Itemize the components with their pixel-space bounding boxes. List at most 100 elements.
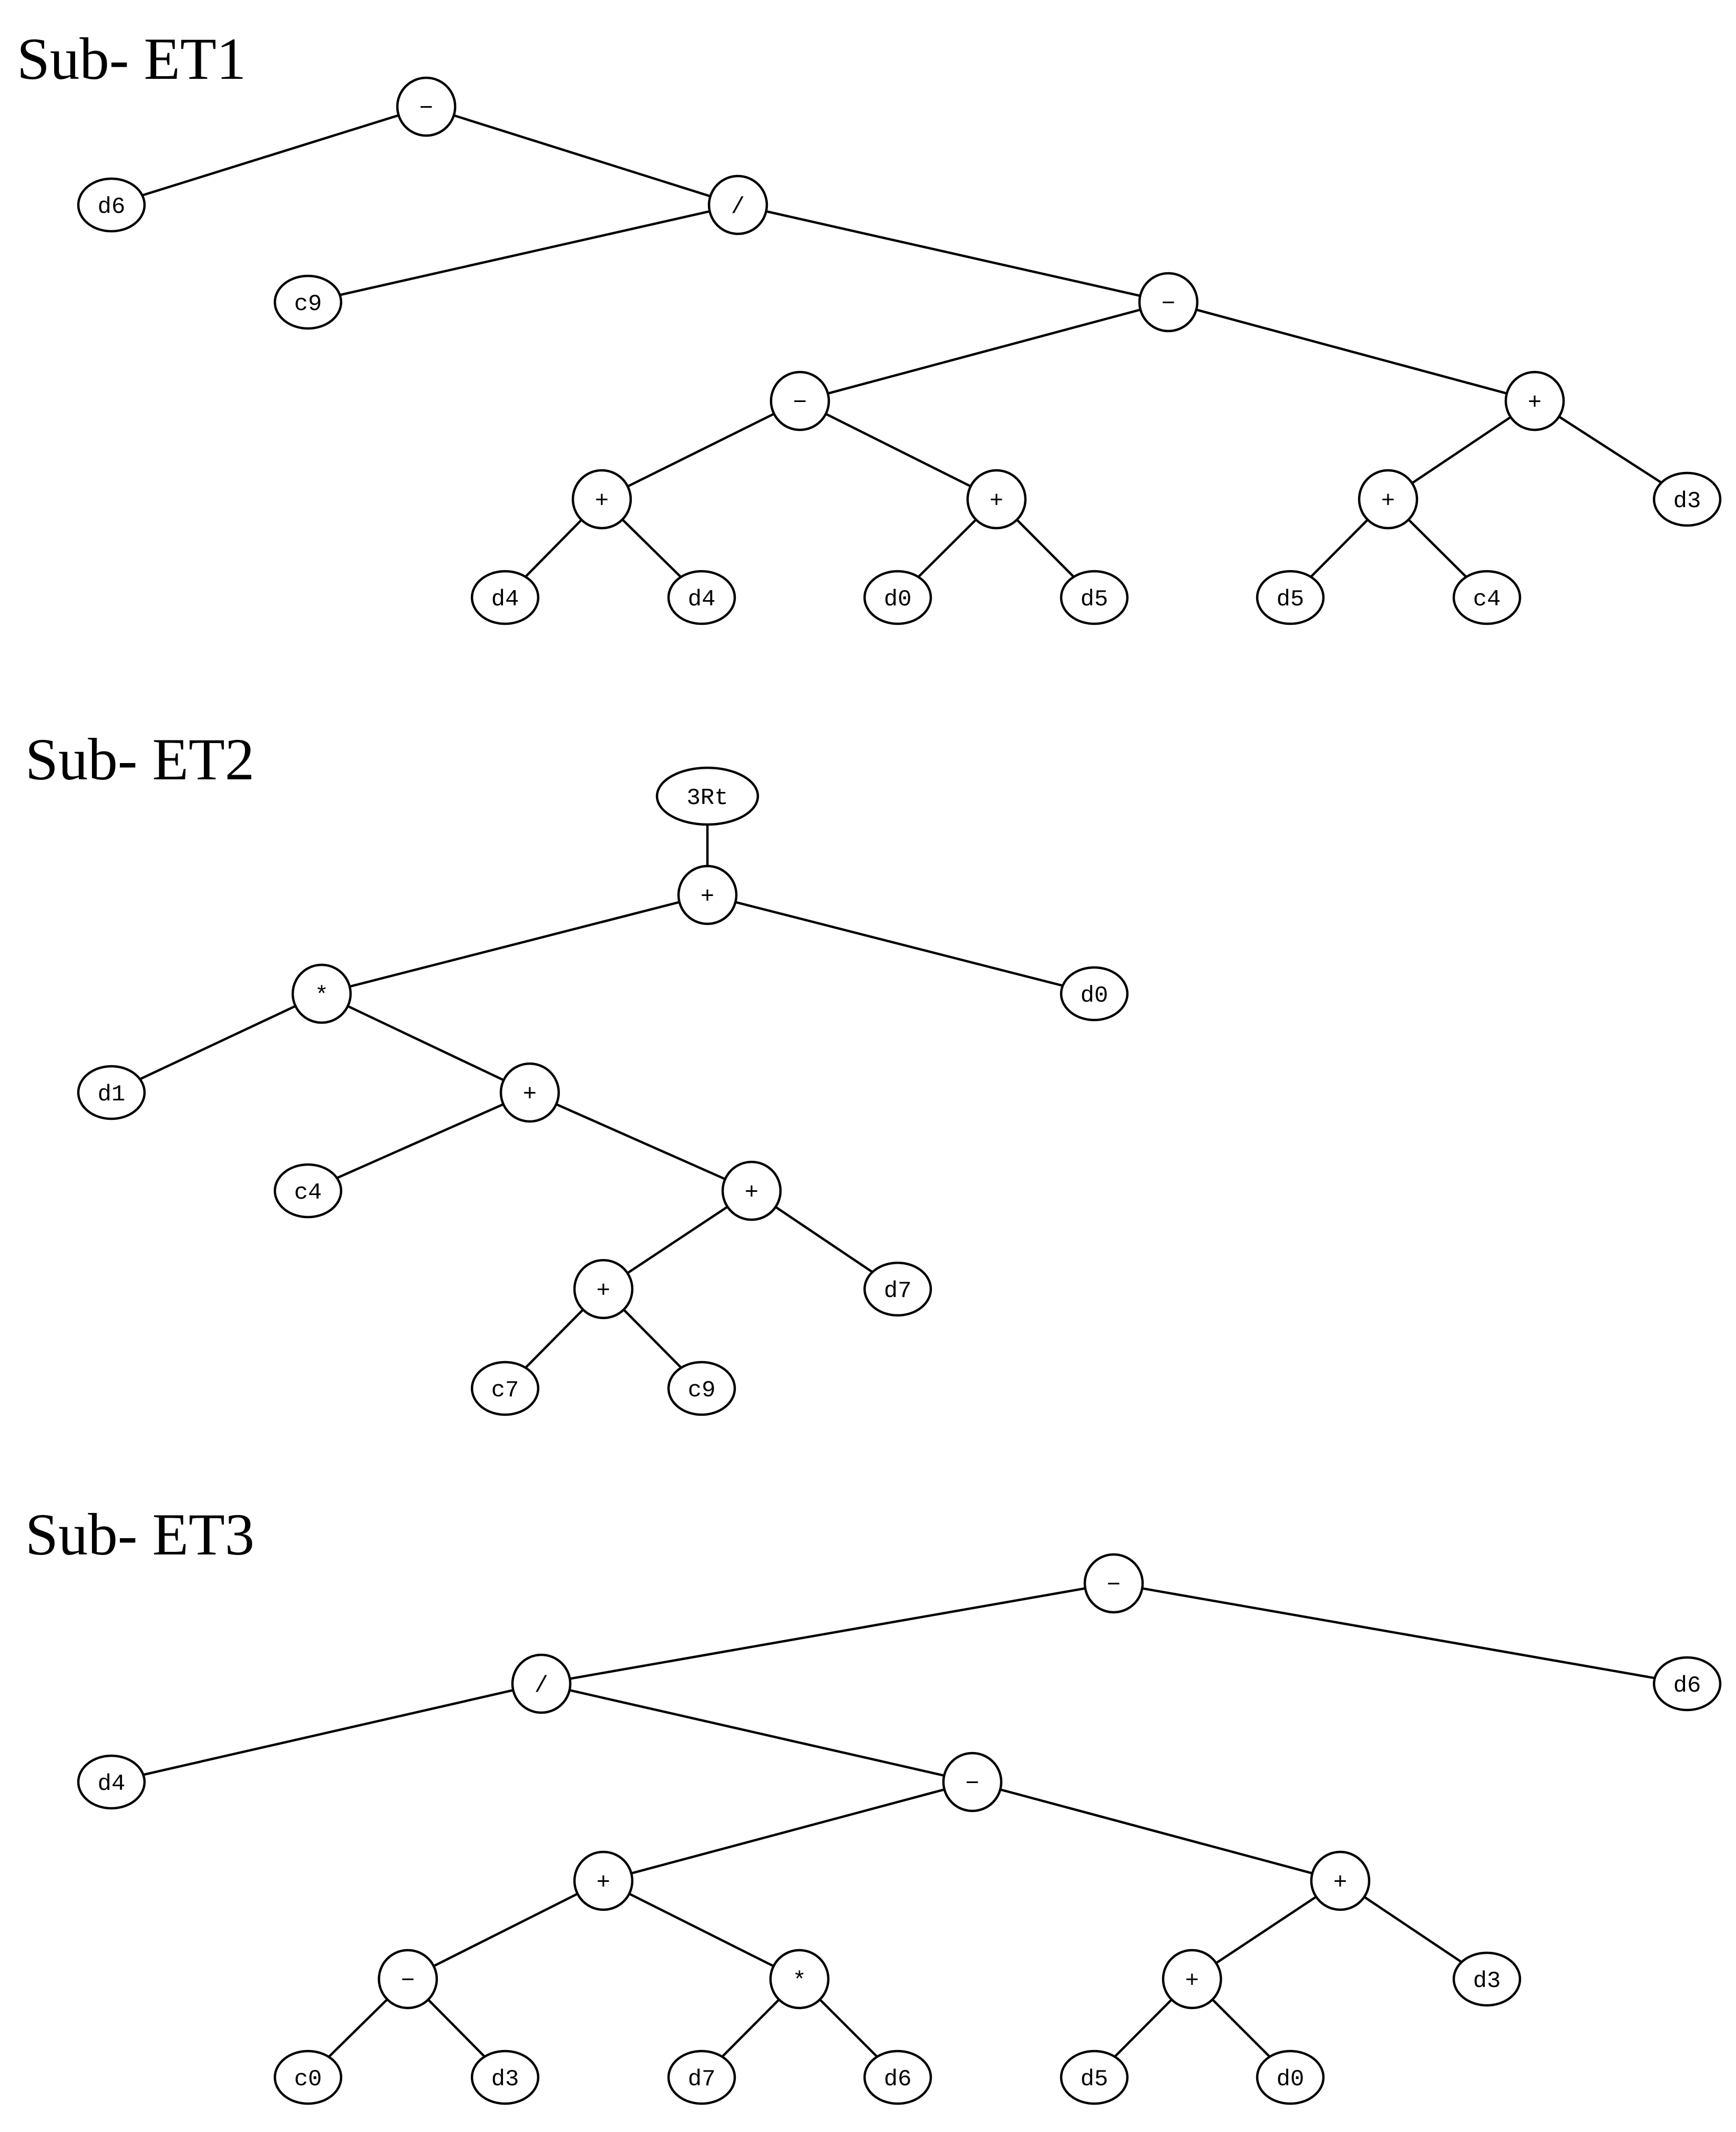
tree-node-ellipse — [499, 1062, 560, 1123]
tree-node-label: c4 — [294, 1180, 322, 1206]
tree-node-label: / — [535, 1673, 548, 1699]
tree-node: d1 — [77, 1065, 146, 1120]
tree-node: c4 — [273, 1163, 343, 1219]
tree-node-label: d7 — [884, 1278, 912, 1304]
tree-edge — [737, 203, 1169, 304]
tree-node-label: − — [419, 96, 433, 122]
tree-node: − — [769, 370, 830, 431]
tree-edge — [307, 203, 738, 304]
tree-node-ellipse — [655, 766, 759, 826]
tree-node-label: d3 — [1673, 488, 1701, 514]
tree-node-ellipse — [863, 1261, 932, 1317]
tree-node-label: c0 — [294, 2066, 322, 2093]
tree-node: d4 — [667, 570, 736, 625]
tree-node: d0 — [1060, 966, 1129, 1022]
tree-title-sub-et3: Sub- ET3 — [25, 1502, 254, 1568]
tree-node: + — [1310, 1850, 1371, 1911]
tree-node-ellipse — [721, 1160, 782, 1221]
tree-node-label: − — [401, 1968, 415, 1994]
tree-node-label: d5 — [1277, 586, 1304, 613]
tree-node-ellipse — [769, 1949, 830, 2010]
tree-node-label: c9 — [294, 291, 322, 317]
tree-edge — [407, 1879, 604, 1981]
tree-node: − — [377, 1949, 438, 2010]
tree-node-ellipse — [942, 1752, 1003, 1812]
tree-node: c0 — [273, 2049, 343, 2105]
tree-node-label: d3 — [1473, 1968, 1501, 1994]
tree-node-label: d4 — [98, 1771, 126, 1797]
tree-node-label: 3Rt — [686, 785, 728, 811]
tree-node-ellipse — [571, 469, 632, 530]
tree-node-label: d7 — [688, 2066, 716, 2093]
tree-edge — [602, 1879, 800, 1981]
tree-node-ellipse — [1060, 966, 1129, 1022]
tree-node: + — [1358, 469, 1419, 530]
tree-node-label: + — [597, 1278, 610, 1304]
tree-node: / — [707, 174, 768, 235]
tree-node-label: + — [597, 1870, 610, 1896]
tree-node: + — [571, 469, 632, 530]
tree-node: c7 — [470, 1361, 540, 1416]
tree-node-label: d3 — [491, 2066, 519, 2093]
tree-node-label: d1 — [98, 1082, 126, 1108]
tree-edge — [799, 301, 1169, 403]
tree-node-label: d5 — [1081, 586, 1108, 613]
tree-node-ellipse — [273, 274, 343, 330]
tree-node-label: * — [315, 983, 328, 1009]
tree-node-ellipse — [470, 570, 540, 625]
tree-node-ellipse — [1358, 469, 1419, 530]
tree-node-label: / — [731, 194, 745, 220]
tree-node: d4 — [77, 1754, 146, 1810]
tree-node-label: − — [965, 1771, 979, 1797]
tree-node: + — [573, 1850, 634, 1911]
tree-node: + — [1504, 370, 1565, 431]
tree-node-label: c4 — [1473, 586, 1501, 613]
tree-node-ellipse — [667, 570, 736, 625]
tree-node: + — [677, 864, 738, 925]
tree-node: + — [573, 1259, 634, 1320]
tree-edge — [111, 105, 427, 207]
tree-node: d6 — [863, 2049, 932, 2105]
tree-node-ellipse — [1138, 272, 1199, 333]
tree-edge — [321, 893, 708, 995]
tree-node: d7 — [863, 1261, 932, 1317]
tree-node-ellipse — [1256, 570, 1325, 625]
tree-node-label: d4 — [491, 586, 519, 613]
tree-edge — [1113, 1582, 1688, 1685]
tree-node-ellipse — [1652, 471, 1722, 527]
tree-nodes: − d6 / c9 − − + + + + d3 d4 d4 d0 d5 d5 c4 3Rt + * d0 d1 + c4 + +… — [77, 76, 1722, 2105]
tree-node-ellipse — [77, 1754, 146, 1810]
tree-node-label: + — [1333, 1870, 1347, 1896]
tree-title-sub-et1: Sub- ET1 — [17, 26, 246, 92]
tree-node-label: d0 — [884, 586, 912, 613]
tree-node: − — [1083, 1553, 1144, 1614]
tree-node: d0 — [1256, 2049, 1325, 2105]
tree-node-ellipse — [1256, 2049, 1325, 2105]
tree-node-ellipse — [1452, 1951, 1522, 2007]
tree-node: d5 — [1060, 570, 1129, 625]
tree-node-ellipse — [1083, 1553, 1144, 1614]
tree-node-ellipse — [396, 76, 457, 137]
tree-node: c9 — [273, 274, 343, 330]
tree-node: d6 — [1652, 1656, 1722, 1712]
tree-node-ellipse — [77, 177, 146, 233]
tree-node: − — [396, 76, 457, 137]
tree-node-ellipse — [77, 1065, 146, 1120]
tree-edge — [1168, 301, 1535, 403]
tree-node-label: + — [523, 1082, 537, 1108]
tree-node-ellipse — [1060, 570, 1129, 625]
tree-node: d5 — [1256, 570, 1325, 625]
tree-node-label: * — [793, 1968, 806, 1994]
tree-node-ellipse — [707, 174, 768, 235]
tree-node-ellipse — [470, 1361, 540, 1416]
tree-node: d7 — [667, 2049, 736, 2105]
tree-edge — [541, 1582, 1114, 1685]
tree-node-label: − — [1107, 1572, 1121, 1599]
tree-node-label: d0 — [1277, 2066, 1304, 2093]
tree-edge — [321, 992, 530, 1094]
tree-node: − — [1138, 272, 1199, 333]
tree-edge — [603, 1780, 973, 1882]
tree-node-ellipse — [1504, 370, 1565, 431]
tree-edge — [707, 893, 1095, 995]
tree-node-label: − — [793, 390, 807, 416]
